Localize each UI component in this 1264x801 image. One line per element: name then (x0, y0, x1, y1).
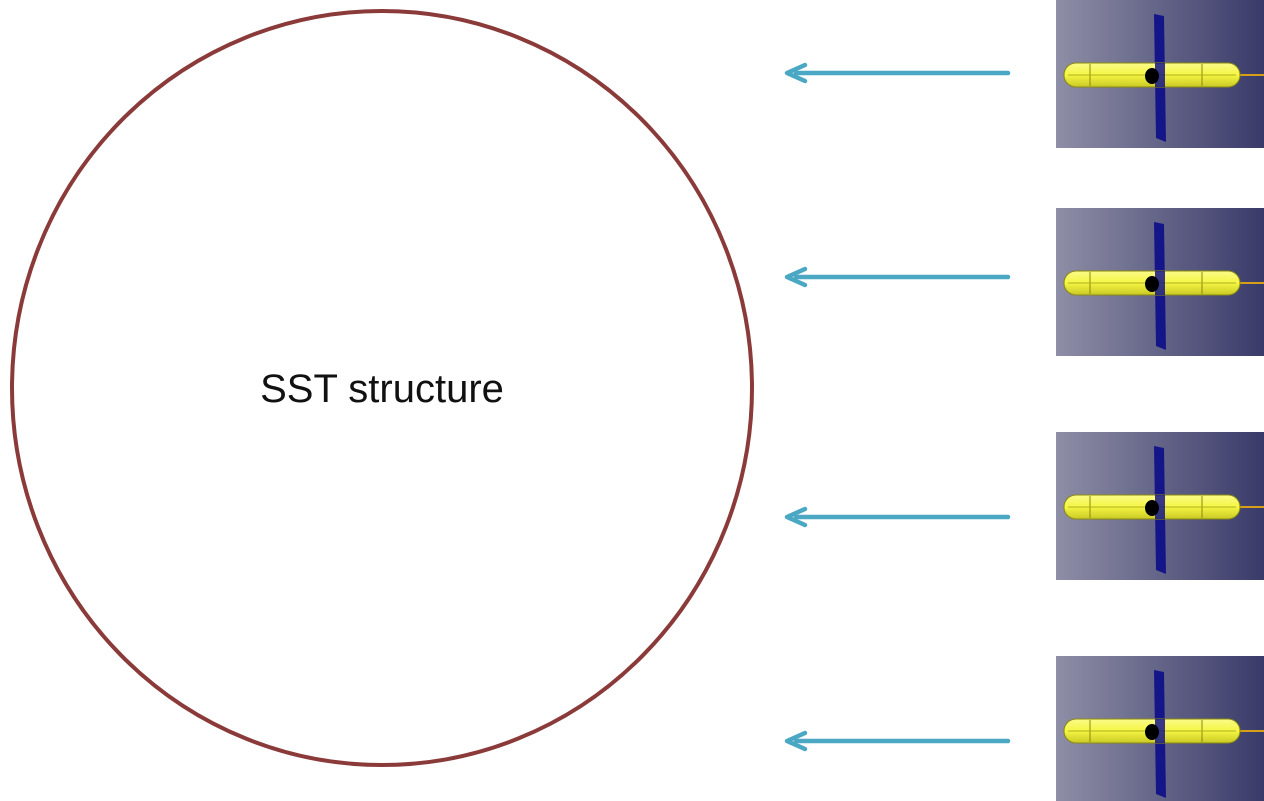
arrowhead (784, 730, 808, 752)
vehicle-panel (1056, 656, 1264, 801)
wing-root (1155, 271, 1165, 295)
wing-root (1155, 63, 1165, 87)
sst-structure-outline (10, 9, 754, 767)
vehicle-4 (784, 656, 1264, 801)
glider-icon (1063, 14, 1264, 142)
hub-dot (1145, 68, 1159, 84)
approach-arrow (784, 730, 1011, 752)
wing-root (1155, 495, 1165, 519)
wing-root (1155, 719, 1165, 743)
sst-structure: SST structure (10, 9, 754, 767)
approach-arrow (784, 62, 1011, 84)
glider-icon (1063, 446, 1264, 574)
hub-dot (1145, 724, 1159, 740)
vehicle-1 (784, 0, 1264, 148)
vehicle-3 (784, 432, 1264, 580)
vehicle-panel (1056, 208, 1264, 356)
vehicle-panel (1056, 0, 1264, 148)
hub-dot (1145, 276, 1159, 292)
approach-arrow (784, 506, 1011, 528)
hub-dot (1145, 500, 1159, 516)
arrowhead (784, 62, 808, 84)
approach-layer (784, 0, 1264, 801)
vehicle-panel (1056, 432, 1264, 580)
glider-icon (1063, 222, 1264, 350)
approach-arrow (784, 266, 1011, 288)
sst-structure-label: SST structure (260, 367, 504, 411)
arrowhead (784, 266, 808, 288)
arrowhead (784, 506, 808, 528)
vehicle-2 (784, 208, 1264, 356)
glider-icon (1063, 670, 1264, 798)
